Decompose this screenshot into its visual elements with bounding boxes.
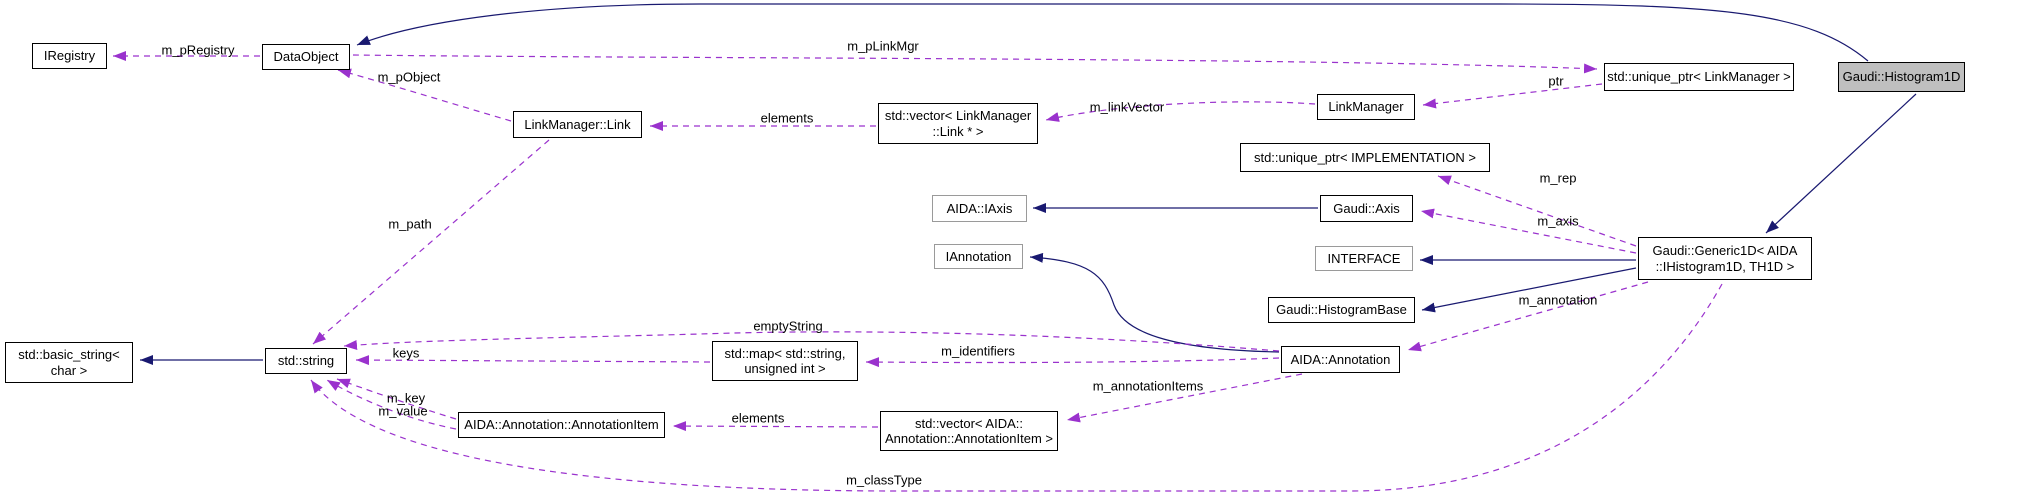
edge-use-vectoritems-item [672, 421, 879, 432]
edge-inherit-histogram1d-generic1d [1765, 93, 1917, 234]
edge-use-link-dataobject [337, 68, 512, 122]
edge-use-generic1d-uniqueptrimpl-mrep [1437, 175, 1637, 247]
edge-use-annotation-map-midentifiers [865, 357, 1280, 368]
node-std-map[interactable]: std::map< std::string, unsigned int > [712, 341, 858, 381]
edge-label-m-rep: m_rep [1539, 170, 1577, 186]
node-aida-iaxis: AIDA::IAxis [932, 195, 1027, 222]
edge-use-annotation-string-emptystring [343, 331, 1280, 352]
node-unique-ptr-implementation[interactable]: std::unique_ptr< IMPLEMENTATION > [1240, 143, 1490, 172]
node-gaudi-axis[interactable]: Gaudi::Axis [1320, 195, 1413, 222]
edge-label-m-path: m_path [388, 216, 432, 232]
node-interface: INTERFACE [1315, 246, 1413, 271]
edge-label-m-value: m_value [378, 403, 428, 419]
edge-label-ptr: ptr [1548, 73, 1564, 89]
node-vector-annotation-item[interactable]: std::vector< AIDA:: Annotation::Annotati… [880, 411, 1058, 451]
edge-use-item-string-mvalue [326, 379, 457, 430]
node-basic-string[interactable]: std::basic_string< char > [5, 342, 133, 383]
node-iannotation: IAnnotation [934, 244, 1023, 269]
edge-label-m-annotationitems: m_annotationItems [1092, 378, 1204, 394]
node-annotation-item[interactable]: AIDA::Annotation::AnnotationItem [458, 412, 665, 438]
node-unique-ptr-linkmanager[interactable]: std::unique_ptr< LinkManager > [1604, 63, 1794, 91]
edge-label-m-pobject: m_pObject [377, 69, 441, 85]
node-aida-annotation[interactable]: AIDA::Annotation [1281, 346, 1400, 373]
node-vector-linkmanager-link[interactable]: std::vector< LinkManager ::Link * > [878, 103, 1038, 144]
edge-use-map-string-keys [355, 355, 711, 366]
edge-inherit-annotation-iannotation [1029, 252, 1280, 353]
node-linkmanager-link[interactable]: LinkManager::Link [513, 111, 642, 138]
edge-label-elements-item: elements [731, 410, 785, 426]
node-gaudi-histogram1d: Gaudi::Histogram1D [1838, 62, 1965, 92]
node-gaudi-generic1d[interactable]: Gaudi::Generic1D< AIDA ::IHistogram1D, T… [1638, 237, 1812, 280]
edge-use-item-string-mkey [336, 378, 457, 420]
edge-inherit-histogram1d-dataobject [356, 3, 1869, 62]
node-dataobject[interactable]: DataObject [262, 44, 350, 70]
edge-use-generic1d-string-mclasstype [310, 283, 1723, 492]
edge-use-dataobject-uniqueptrlinkmanager [352, 54, 1598, 74]
edge-label-m-key: m_key [386, 390, 426, 406]
edge-label-keys: keys [392, 345, 420, 361]
edge-use-generic1d-axis-maxis [1420, 208, 1637, 254]
node-gaudi-histogrambase[interactable]: Gaudi::HistogramBase [1268, 297, 1415, 323]
edge-use-link-string-mpath [312, 139, 550, 345]
edge-label-m-identifiers: m_identifiers [941, 343, 1015, 359]
node-linkmanager[interactable]: LinkManager [1317, 94, 1415, 120]
node-std-string[interactable]: std::string [265, 348, 347, 374]
edge-label-m-plinkmgr: m_pLinkMgr [847, 38, 919, 54]
edge-use-generic1d-annotation [1407, 281, 1649, 352]
edge-use-linkmanager-vector [1045, 101, 1316, 122]
edge-label-m-annotation: m_annotation [1518, 292, 1598, 308]
node-iregistry[interactable]: IRegistry [32, 43, 107, 69]
edge-label-emptystring: emptyString [753, 318, 823, 334]
edge-inherit-generic1d-histogrambase [1421, 267, 1637, 313]
edge-label-m-classtype: m_classType [846, 472, 922, 488]
edge-use-annotation-vectoritems [1066, 373, 1303, 423]
edge-label-m-axis: m_axis [1537, 213, 1579, 229]
edge-use-uniqueptr-linkmanager [1422, 83, 1603, 109]
edge-label-m-linkvector: m_linkVector [1089, 99, 1165, 115]
edge-label-m-pregistry: m_pRegistry [161, 42, 235, 58]
edge-label-elements-link: elements [760, 110, 814, 126]
